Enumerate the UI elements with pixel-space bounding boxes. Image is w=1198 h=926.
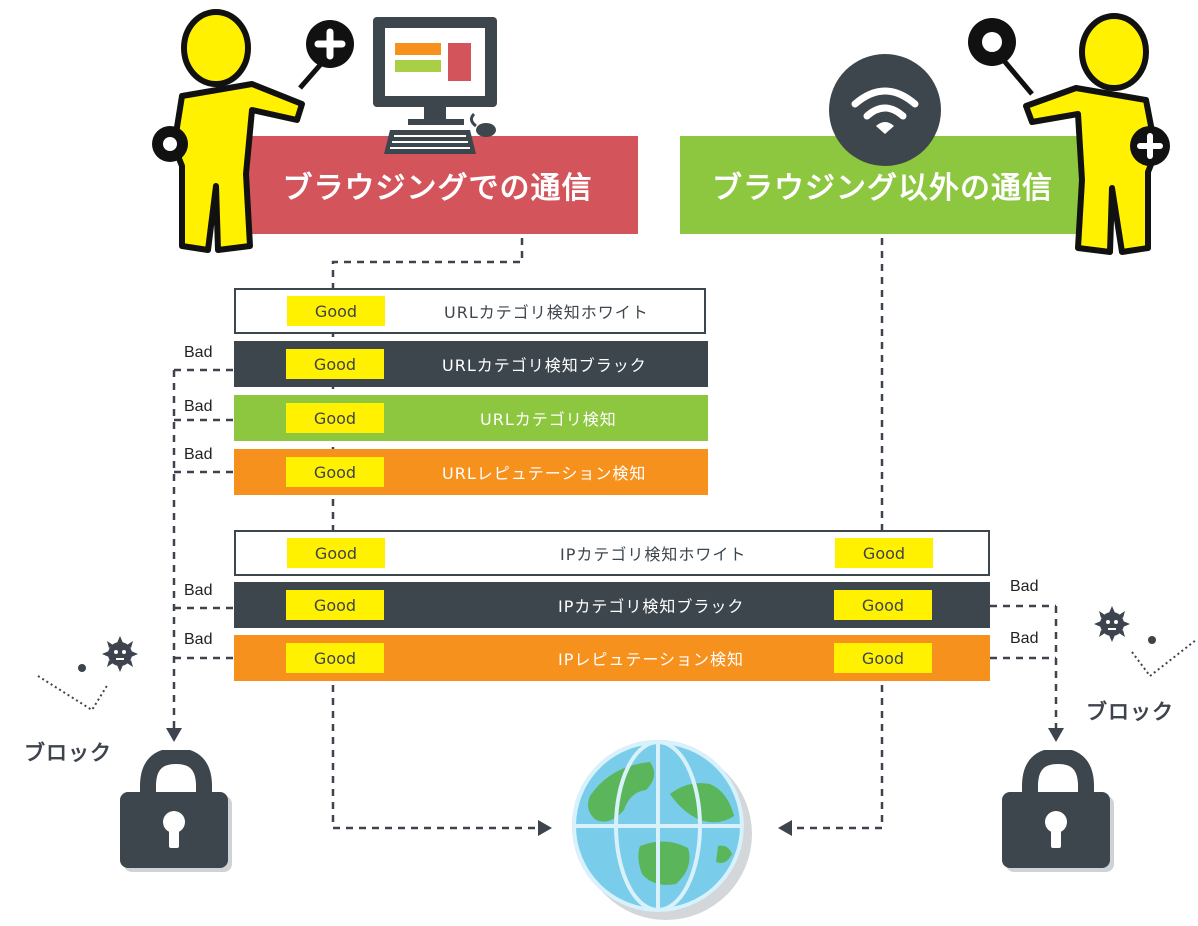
ip-filter-white: Good IPカテゴリ検知ホワイト Good xyxy=(234,530,990,576)
filter-label: IPカテゴリ検知ホワイト xyxy=(560,545,747,564)
good-badge-left: Good xyxy=(286,643,384,673)
arrow-to-globe-left xyxy=(538,820,552,836)
bad-label-url-black: Bad xyxy=(184,344,213,361)
bad-label-ip-black-left: Bad xyxy=(184,582,213,599)
good-badge-right: Good xyxy=(834,643,932,673)
flow-line-to-globe-left xyxy=(331,685,540,830)
computer-monitor-icon xyxy=(373,17,497,154)
good-badge-right: Good xyxy=(835,538,933,568)
bad-label-ip-reputation-right: Bad xyxy=(1010,630,1039,647)
lock-icon xyxy=(1002,750,1114,872)
person-figure-right-icon xyxy=(968,13,1170,255)
url-filter-reputation: Good URLレピュテーション検知 xyxy=(234,449,708,495)
good-badge-left: Good xyxy=(287,538,385,568)
filter-label: URLカテゴリ検知ホワイト xyxy=(444,303,649,322)
flow-line-to-globe-right xyxy=(790,685,884,830)
non-browsing-header-label: ブラウジング以外の通信 xyxy=(712,171,1053,206)
ip-filter-reputation: Good IPレピュテーション検知 Good xyxy=(234,635,990,681)
url-filter-white: Good URLカテゴリ検知ホワイト xyxy=(234,288,706,334)
filter-label: IPカテゴリ検知ブラック xyxy=(558,597,745,616)
block-label-right: ブロック xyxy=(1086,700,1174,724)
arrow-block-right xyxy=(1048,728,1064,742)
non-browsing-header: ブラウジング以外の通信 xyxy=(680,136,1085,234)
bad-label-url-category: Bad xyxy=(184,398,213,415)
arrow-block-left xyxy=(166,728,182,742)
block-label-left: ブロック xyxy=(24,741,112,765)
good-badge: Good xyxy=(286,403,384,433)
filter-label: URLレピュテーション検知 xyxy=(442,464,647,483)
good-badge: Good xyxy=(286,457,384,487)
bad-label-url-reputation: Bad xyxy=(184,446,213,463)
bad-label-ip-reputation-left: Bad xyxy=(184,631,213,648)
wifi-icon xyxy=(829,54,941,166)
url-filter-black: Good URLカテゴリ検知ブラック xyxy=(234,341,708,387)
bad-label-ip-black-right: Bad xyxy=(1010,578,1039,595)
flow-line-browsing xyxy=(331,238,524,290)
globe-icon xyxy=(572,740,752,920)
filter-label: URLカテゴリ検知 xyxy=(480,410,617,429)
good-badge-right: Good xyxy=(834,590,932,620)
browsing-header-label: ブラウジングでの通信 xyxy=(282,171,593,206)
filter-label: IPレピュテーション検知 xyxy=(558,650,745,669)
good-badge: Good xyxy=(287,296,385,326)
virus-icon xyxy=(1094,606,1156,644)
lock-icon xyxy=(120,750,232,872)
url-filter-category: Good URLカテゴリ検知 xyxy=(234,395,708,441)
good-badge-left: Good xyxy=(286,590,384,620)
arrow-to-globe-right xyxy=(778,820,792,836)
filter-label: URLカテゴリ検知ブラック xyxy=(442,356,647,375)
good-badge: Good xyxy=(286,349,384,379)
person-figure-left-icon xyxy=(152,9,354,253)
ip-filter-black: Good IPカテゴリ検知ブラック Good xyxy=(234,582,990,628)
virus-icon xyxy=(78,636,138,672)
